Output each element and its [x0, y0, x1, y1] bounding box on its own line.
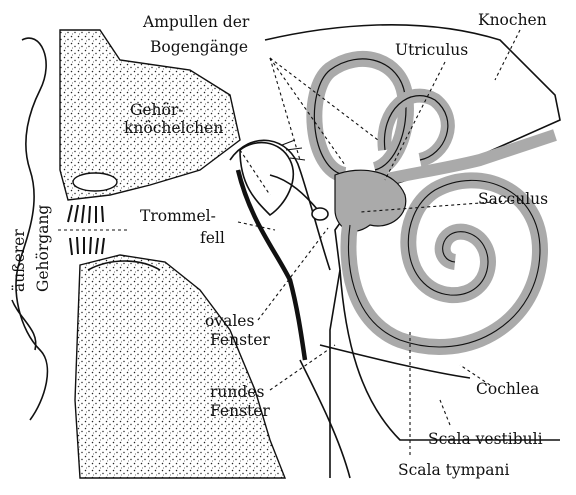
- label-ampullen: Ampullen der: [142, 13, 250, 31]
- scala-tympani-line: [300, 360, 350, 478]
- label-cochlea: Cochlea: [476, 380, 539, 398]
- label-trommel-1: Trommel-: [140, 207, 216, 225]
- label-aeusserer-2: Gehörgang: [34, 205, 52, 292]
- label-ovales-1: ovales: [205, 312, 254, 330]
- label-sacculus: Sacculus: [478, 190, 548, 208]
- temporal-bone-lower: [75, 255, 285, 478]
- label-rundes-2: Fenster: [210, 402, 270, 420]
- bone-cavity: [73, 173, 117, 191]
- ear-canal-hairs: [68, 205, 104, 255]
- label-gehoer-1: Gehör-: [130, 101, 184, 119]
- label-ovales-2: Fenster: [210, 331, 270, 349]
- label-utriculus: Utriculus: [395, 41, 468, 59]
- label-scala-vestibuli: Scala vestibuli: [428, 430, 543, 448]
- label-aeusserer-1: äußerer: [10, 229, 28, 292]
- label-gehoer-2: knöchelchen: [124, 119, 223, 137]
- label-bogengaenge: Bogengänge: [150, 38, 248, 56]
- label-rundes-1: rundes: [210, 383, 264, 401]
- label-knochen: Knochen: [478, 11, 547, 29]
- label-scala-tympani: Scala tympani: [398, 461, 509, 479]
- semicircular-canals: [314, 59, 555, 185]
- label-trommel-2: fell: [200, 229, 225, 247]
